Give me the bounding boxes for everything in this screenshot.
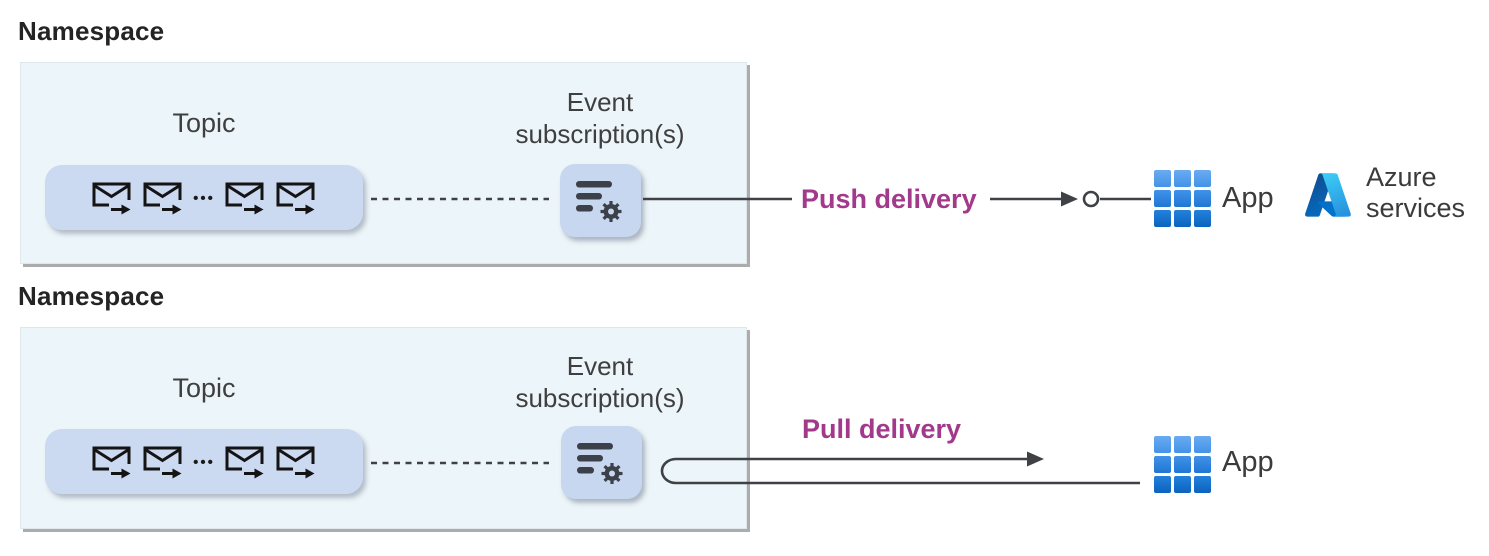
push-delivery-label: Push delivery	[801, 184, 977, 214]
namespace-heading-pull: Namespace	[18, 281, 165, 311]
event-subscription-tile-push	[560, 164, 641, 237]
app-grid-icon	[1154, 436, 1211, 493]
ellipsis-dots: •••	[193, 454, 215, 471]
envelope-arrow-icon	[225, 182, 265, 216]
lollipop-interface-circle	[1082, 190, 1100, 208]
envelope-arrow-icon	[92, 182, 133, 216]
push-arrowhead	[1061, 191, 1078, 207]
topic-label-pull: Topic	[172, 373, 236, 403]
namespace-heading-push: Namespace	[18, 16, 165, 46]
app-label-pull: App	[1222, 446, 1274, 478]
pull-arrowhead	[1027, 451, 1044, 467]
envelope-arrow-icon	[92, 446, 133, 480]
topic-pill-push: •••	[45, 165, 363, 230]
event-subscription-tile-pull	[561, 426, 642, 499]
pull-delivery-label: Pull delivery	[802, 414, 962, 444]
azure-logo-icon	[1305, 173, 1351, 217]
topic-label-push: Topic	[172, 108, 236, 138]
app-grid-icon	[1154, 170, 1211, 227]
ellipsis-dots: •••	[193, 190, 215, 207]
envelope-arrow-icon	[225, 446, 265, 480]
filter-gear-icon	[577, 443, 623, 484]
envelope-arrow-icon	[143, 446, 184, 480]
topic-pill-pull: •••	[45, 429, 363, 494]
azure-services-label: Azure services	[1366, 162, 1466, 223]
filter-gear-icon	[576, 181, 622, 222]
event-subscription-label-pull: Event subscription(s)	[515, 351, 685, 413]
envelope-arrow-icon	[143, 182, 184, 216]
envelope-arrow-icon	[276, 446, 316, 480]
event-subscription-label-push: Event subscription(s)	[515, 87, 685, 149]
app-label-push: App	[1222, 182, 1274, 214]
envelope-arrow-icon	[276, 182, 316, 216]
